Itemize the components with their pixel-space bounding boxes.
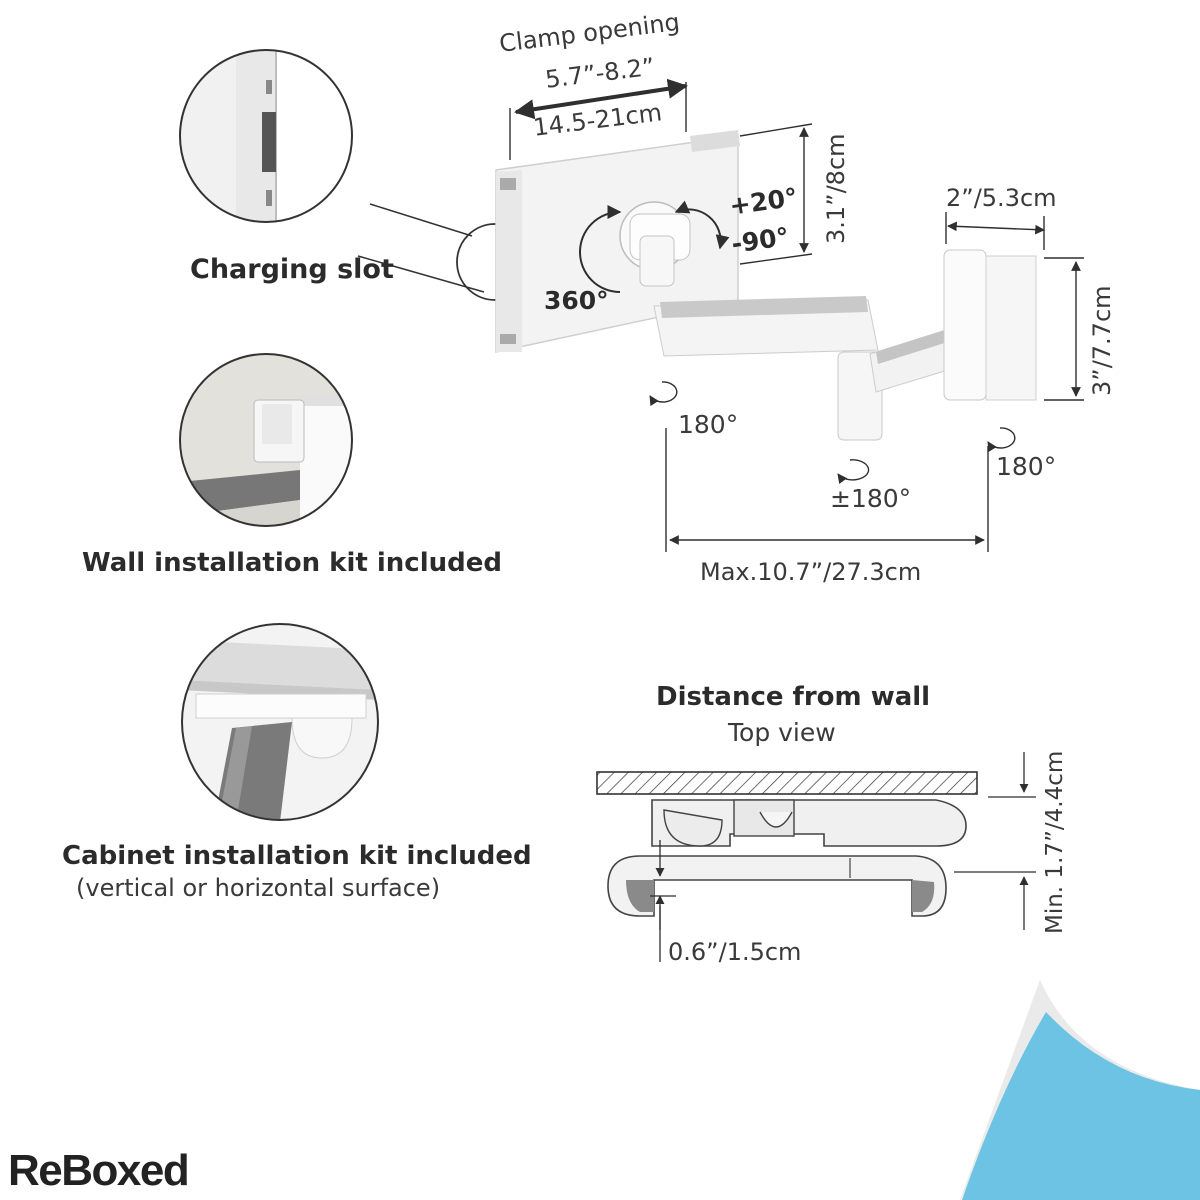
brand-logo: ReBoxed	[8, 1146, 190, 1195]
top-view-title: Distance from wall	[656, 682, 931, 712]
page-curl-corner	[960, 980, 1200, 1200]
dimension-lines	[509, 78, 1084, 552]
cabinet-kit-label: Cabinet installation kit included	[62, 841, 532, 871]
wall-kit-label: Wall installation kit included	[82, 548, 502, 578]
rotation-360-label: 360°	[544, 286, 609, 315]
charging-slot-detail-image	[179, 49, 534, 301]
min-distance-label: Min. 1.7”/4.4cm	[1042, 750, 1068, 934]
top-view-subtitle: Top view	[728, 718, 836, 747]
wall-kit-detail-image	[179, 353, 353, 527]
wall-mount-product-image	[495, 130, 1037, 441]
plate-height-label: 3”/7.7cm	[1088, 285, 1116, 396]
max-extension-label: Max.10.7”/27.3cm	[700, 558, 922, 586]
top-view-drawing	[596, 752, 1036, 962]
cabinet-kit-note: (vertical or horizontal surface)	[76, 874, 441, 902]
swivel-middle-label: ±180°	[830, 484, 912, 513]
tilt-down-label: -90°	[729, 221, 791, 259]
swivel-left-label: 180°	[678, 410, 739, 439]
swivel-right-label: 180°	[996, 452, 1057, 481]
cabinet-kit-detail-image	[181, 623, 379, 821]
thickness-label: 0.6”/1.5cm	[668, 938, 802, 966]
holder-height-label: 3.1”/8cm	[822, 133, 850, 244]
plate-width-label: 2”/5.3cm	[946, 184, 1057, 212]
charging-slot-label: Charging slot	[190, 254, 394, 285]
